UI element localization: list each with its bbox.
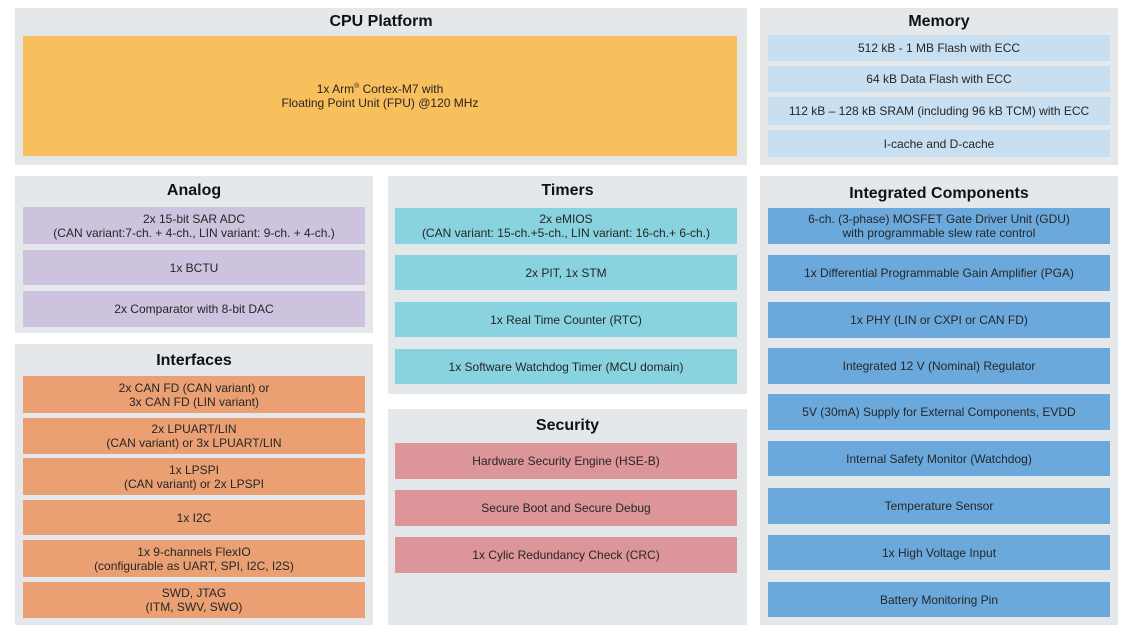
timers-block: 2x eMIOS (CAN variant: 15-ch.+5-ch., LIN… xyxy=(395,208,737,244)
block-line: 2x LPUART/LIN xyxy=(151,422,237,436)
integrated-block: Battery Monitoring Pin xyxy=(768,582,1110,617)
block-line: 5V (30mA) Supply for External Components… xyxy=(802,405,1076,419)
block-line: (CAN variant) or 2x LPSPI xyxy=(123,476,265,491)
interfaces-block: 1x LPSPI (CAN variant) or 2x LPSPI xyxy=(23,458,365,495)
memory-block: 512 kB - 1 MB Flash with ECC xyxy=(768,35,1110,61)
cpu-core-line1: 1x Arm® Cortex-M7 with xyxy=(316,82,444,96)
integrated-components-panel: Integrated Components 6-ch. (3-phase) MO… xyxy=(760,176,1118,625)
timers-block: 2x PIT, 1x STM xyxy=(395,255,737,290)
analog-title: Analog xyxy=(166,182,222,199)
block-line: 3x CAN FD (LIN variant) xyxy=(128,394,260,409)
interfaces-block: SWD, JTAG (ITM, SWV, SWO) xyxy=(23,582,365,618)
block-line: 1x I2C xyxy=(176,510,212,525)
interfaces-title: Interfaces xyxy=(156,352,232,369)
block-line: (CAN variant:7-ch. + 4-ch., LIN variant:… xyxy=(53,225,335,240)
analog-block: 2x Comparator with 8-bit DAC xyxy=(23,291,365,327)
integrated-block: 1x Differential Programmable Gain Amplif… xyxy=(768,255,1110,291)
cpu-platform-title: CPU Platform xyxy=(329,13,433,30)
analog-block: 1x BCTU xyxy=(23,250,365,285)
block-line: 2x 15-bit SAR ADC xyxy=(142,211,246,226)
block-line: 1x PHY (LIN or CXPI or CAN FD) xyxy=(850,313,1028,327)
timers-title: Timers xyxy=(541,182,594,199)
integrated-block: 5V (30mA) Supply for External Components… xyxy=(768,394,1110,430)
interfaces-panel: Interfaces 2x CAN FD (CAN variant) or 3x… xyxy=(15,344,373,625)
cpu-core-line2: Floating Point Unit (FPU) @120 MHz xyxy=(281,96,479,110)
timers-block: 1x Software Watchdog Timer (MCU domain) xyxy=(395,349,737,384)
security-block: 1x Cylic Redundancy Check (CRC) xyxy=(395,537,737,573)
block-line: 1x 9-channels FlexIO xyxy=(137,544,251,559)
security-panel: Security Hardware Security Engine (HSE-B… xyxy=(388,409,747,625)
block-line: 1x Software Watchdog Timer (MCU domain) xyxy=(448,359,684,374)
cpu-platform-panel: CPU Platform 1x Arm® Cortex-M7 with Floa… xyxy=(15,8,747,165)
block-line: (configurable as UART, SPI, I2C, I2S) xyxy=(94,558,294,573)
block-line: 2x Comparator with 8-bit DAC xyxy=(114,302,274,316)
block-line: with programmable slew rate control xyxy=(842,226,1036,240)
timers-block: 1x Real Time Counter (RTC) xyxy=(395,302,737,337)
interfaces-block: 1x I2C xyxy=(23,500,365,535)
memory-title: Memory xyxy=(908,13,970,30)
block-line: Integrated 12 V (Nominal) Regulator xyxy=(842,359,1036,373)
interfaces-block: 1x 9-channels FlexIO (configurable as UA… xyxy=(23,540,365,577)
memory-block: 64 kB Data Flash with ECC xyxy=(768,66,1110,92)
timers-panel: Timers 2x eMIOS (CAN variant: 15-ch.+5-c… xyxy=(388,176,747,394)
integrated-block: Temperature Sensor xyxy=(768,488,1110,524)
integrated-block: Internal Safety Monitor (Watchdog) xyxy=(768,441,1110,476)
integrated-block: Integrated 12 V (Nominal) Regulator xyxy=(768,348,1110,384)
integrated-block: 1x PHY (LIN or CXPI or CAN FD) xyxy=(768,302,1110,338)
block-line: 2x eMIOS xyxy=(539,212,593,226)
integrated-components-title: Integrated Components xyxy=(849,185,1029,202)
memory-panel: Memory 512 kB - 1 MB Flash with ECC 64 k… xyxy=(760,8,1118,165)
security-title: Security xyxy=(535,417,600,434)
interfaces-block: 2x CAN FD (CAN variant) or 3x CAN FD (LI… xyxy=(23,376,365,413)
block-line: 1x BCTU xyxy=(169,260,219,275)
block-line: 1x High Voltage Input xyxy=(881,545,997,560)
block-line: 1x Differential Programmable Gain Amplif… xyxy=(804,266,1074,280)
integrated-block: 1x High Voltage Input xyxy=(768,535,1110,570)
integrated-block: 6-ch. (3-phase) MOSFET Gate Driver Unit … xyxy=(768,208,1110,244)
memory-block: I-cache and D-cache xyxy=(768,130,1110,157)
analog-panel: Analog 2x 15-bit SAR ADC (CAN variant:7-… xyxy=(15,176,373,333)
block-line: 2x CAN FD (CAN variant) or xyxy=(118,380,270,395)
interfaces-block: 2x LPUART/LIN (CAN variant) or 3x LPUART… xyxy=(23,418,365,454)
block-line: Temperature Sensor xyxy=(884,499,994,513)
security-block: Secure Boot and Secure Debug xyxy=(395,490,737,526)
block-line: (CAN variant) or 3x LPUART/LIN xyxy=(106,436,282,450)
memory-block: 112 kB – 128 kB SRAM (including 96 kB TC… xyxy=(768,97,1110,125)
block-line: 6-ch. (3-phase) MOSFET Gate Driver Unit … xyxy=(808,212,1070,226)
security-block: Hardware Security Engine (HSE-B) xyxy=(395,443,737,479)
block-line: (ITM, SWV, SWO) xyxy=(145,600,243,614)
cpu-core-block: 1x Arm® Cortex-M7 with Floating Point Un… xyxy=(23,36,737,156)
block-line: 1x LPSPI xyxy=(168,462,220,477)
block-line: Battery Monitoring Pin xyxy=(879,592,999,607)
block-line: Internal Safety Monitor (Watchdog) xyxy=(846,451,1032,466)
block-line: 2x PIT, 1x STM xyxy=(525,265,607,280)
block-line: (CAN variant: 15-ch.+5-ch., LIN variant:… xyxy=(421,226,711,240)
block-line: SWD, JTAG xyxy=(161,586,227,600)
block-line: 1x Real Time Counter (RTC) xyxy=(490,312,642,327)
analog-block: 2x 15-bit SAR ADC (CAN variant:7-ch. + 4… xyxy=(23,207,365,244)
